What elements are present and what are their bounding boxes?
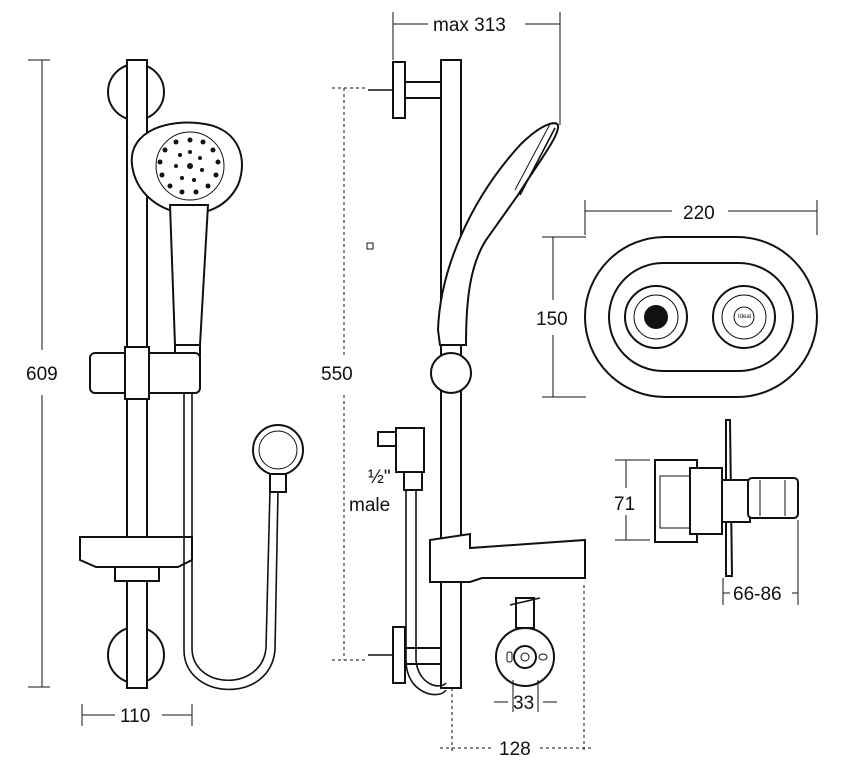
height-150-dimension: 150: [536, 236, 586, 398]
max-313-dimension: max 313: [392, 12, 561, 125]
width-128-dimension: 128: [440, 585, 592, 760]
shower-hose: [183, 393, 279, 691]
wall-outlet: [252, 424, 304, 476]
inlet-elbow: [377, 427, 425, 491]
height-71-dimension: 71: [614, 459, 650, 541]
height-609-dimension: 609: [26, 59, 58, 688]
handset-handle: [168, 204, 210, 346]
dim-128-label: 128: [499, 739, 531, 760]
width-110-dimension: 110: [81, 704, 193, 727]
dim-150-label: 150: [536, 309, 568, 330]
inlet-type-label: male: [349, 495, 390, 516]
soap-dish-side: [429, 532, 586, 583]
spray-face-dots: [157, 137, 221, 195]
depth-66-86-dimension: 66-86: [722, 520, 799, 605]
dim-220-label: 220: [683, 203, 715, 224]
width-220-dimension: 220: [584, 200, 818, 235]
handset-head: [130, 121, 243, 213]
control-faceplate: Ideal: [584, 236, 818, 398]
dim-110-label: 110: [120, 706, 150, 727]
dim-550-label: 550: [321, 364, 353, 385]
outlet-detail: 33: [494, 597, 557, 714]
valve-body: [654, 419, 799, 577]
dim-609-label: 609: [26, 364, 58, 385]
dim-71-label: 71: [614, 494, 635, 515]
dim-66-86-label: 66-86: [733, 584, 782, 605]
dim-33-label: 33: [513, 693, 534, 714]
side-slider: [430, 352, 472, 394]
inlet-size-label: ½": [368, 467, 391, 488]
soap-dish: [79, 536, 193, 568]
height-550-dimension: 550: [321, 87, 374, 661]
svg-text:Ideal: Ideal: [738, 314, 751, 320]
side-view: [368, 59, 586, 696]
front-view-riser-rail: [79, 59, 304, 691]
dim-max-313-label: max 313: [433, 15, 506, 36]
